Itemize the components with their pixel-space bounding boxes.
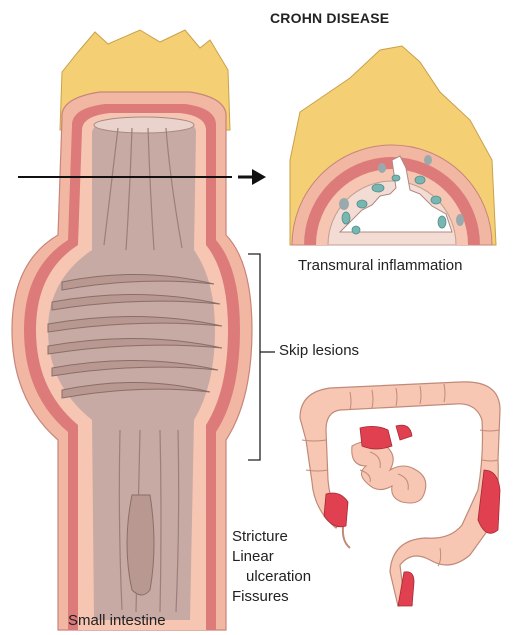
stricture-label: Stricture: [232, 528, 288, 545]
small-intestine-segment: [12, 30, 252, 630]
small-bowel-loops: [352, 441, 426, 503]
small-intestine-label: Small intestine: [68, 612, 166, 629]
fissures-label: Fissures: [232, 588, 289, 605]
colon-diagram: [300, 382, 500, 606]
linear-label: Linear: [232, 548, 274, 565]
diagram-title: CROHN DISEASE: [270, 10, 389, 26]
ulceration-label: ulceration: [246, 568, 311, 585]
arrow-right-icon: [238, 169, 266, 185]
transmural-inflammation-label: Transmural inflammation: [298, 257, 463, 274]
stricture-bulge: [127, 495, 154, 595]
intestine-lumen-opening: [94, 117, 194, 133]
skip-lesions-bracket: [248, 254, 275, 460]
skip-lesions-label: Skip lesions: [279, 342, 359, 359]
transmural-cross-section: [290, 46, 496, 245]
